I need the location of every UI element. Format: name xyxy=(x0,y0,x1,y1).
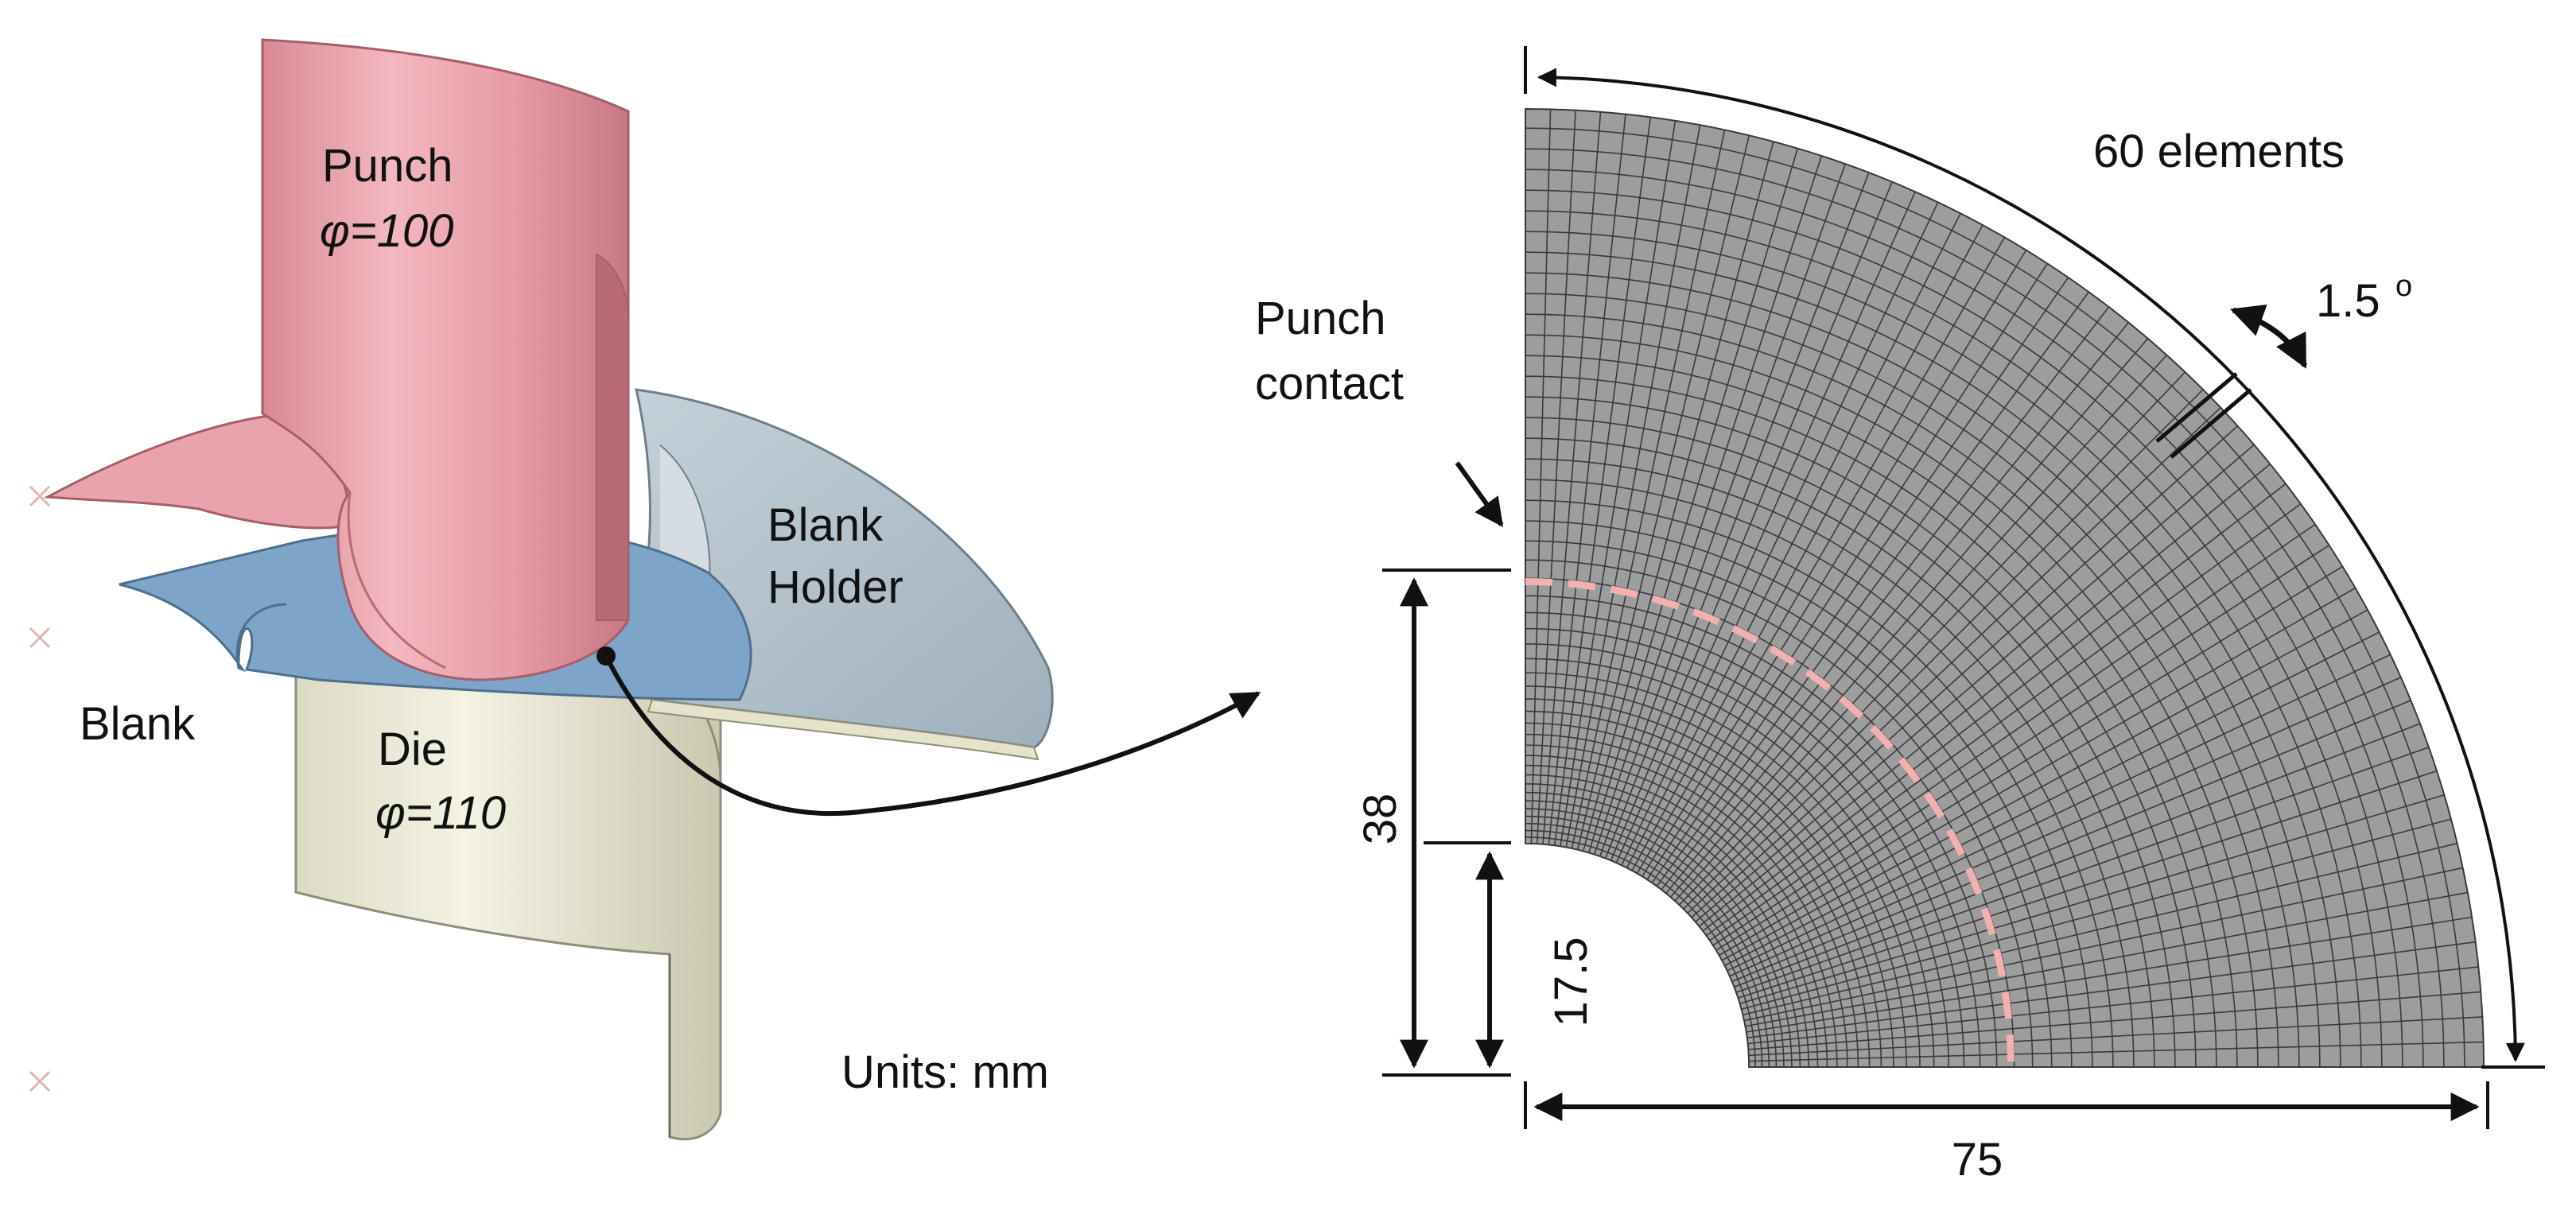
die-label: Die xyxy=(378,724,447,775)
punch-contact-arrow xyxy=(1455,461,1504,527)
dimension-17-5: 17.5 xyxy=(1424,841,1597,1069)
die-diameter-label: φ=110 xyxy=(375,787,506,839)
element-angle-annotation: 1.5 o xyxy=(2155,270,2412,459)
dim-17-5-label: 17.5 xyxy=(1545,937,1597,1027)
dimension-75: 75 xyxy=(1524,1081,2489,1186)
mesh-view: 60 elements 1.5 o Punch contact 38 17.5 xyxy=(1255,46,2545,1186)
angle-value-label: 1.5 xyxy=(2316,275,2380,327)
punch-diameter-label: φ=100 xyxy=(320,205,453,257)
punch-part xyxy=(43,38,630,681)
dimension-38: 38 xyxy=(1354,569,1511,1077)
units-label: Units: mm xyxy=(841,1046,1049,1098)
punch-label: Punch xyxy=(322,140,453,192)
blank-holder-label-line1: Blank xyxy=(767,499,884,551)
dim-38-label: 38 xyxy=(1354,794,1406,845)
angle-unit-label: o xyxy=(2395,270,2412,303)
arc-dimension-line xyxy=(1537,68,2525,1062)
punch-contact-label-line1: Punch xyxy=(1255,293,1385,344)
arc-count-label: 60 elements xyxy=(2093,126,2345,177)
assembly-illustration: Punch φ=100 Blank Holder Blank Die φ=110… xyxy=(29,38,1261,1141)
blank-label: Blank xyxy=(80,698,196,750)
dim-75-label: 75 xyxy=(1952,1134,2003,1186)
mesh-quarter-annulus xyxy=(1525,107,2485,1068)
axis-markers xyxy=(29,485,51,1093)
punch-contact-label-line2: contact xyxy=(1255,358,1404,409)
connection-arrow xyxy=(604,654,1261,817)
blank-holder-label-line2: Holder xyxy=(767,561,903,613)
die-part xyxy=(294,674,722,1141)
